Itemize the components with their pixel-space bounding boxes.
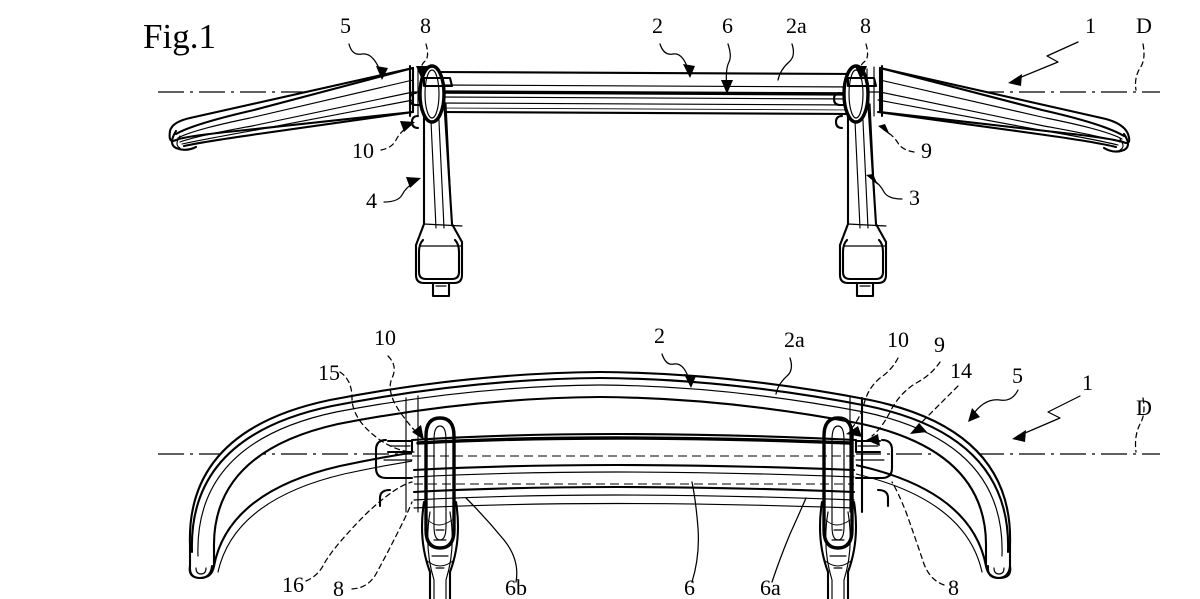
callout-fig2-9: 9 <box>934 332 945 357</box>
callout-fig1-9: 9 <box>921 138 932 163</box>
callout-fig2-5: 5 <box>1012 363 1023 388</box>
callout-fig2-8-right: 8 <box>948 575 959 599</box>
figure-2-leaders <box>305 353 1145 590</box>
figure-1-leaders <box>348 41 1145 203</box>
callout-fig1-1: 1 <box>1085 13 1096 38</box>
figure-2-group: 15 10 2 2a 10 9 14 5 1 D 16 8 6b 6 6a 8 <box>158 323 1160 599</box>
right-pylon <box>832 64 888 298</box>
callout-fig1-3: 3 <box>909 185 920 210</box>
callout-fig1-8-left: 8 <box>420 13 431 38</box>
left-hinge-post <box>374 416 460 599</box>
callout-fig2-2: 2 <box>654 323 665 348</box>
callout-fig2-1: 1 <box>1082 370 1093 395</box>
callout-fig2-15: 15 <box>318 360 340 385</box>
left-wing-panel <box>168 64 426 151</box>
callout-fig2-D: D <box>1136 395 1152 420</box>
callout-fig2-10-left: 10 <box>374 325 396 350</box>
callout-fig2-8-left: 8 <box>333 576 344 599</box>
right-wing-panel <box>866 64 1131 153</box>
figure-1-group: Fig.1 5 8 2 6 2a 8 1 D 10 4 9 3 <box>143 13 1160 298</box>
figure-1-caption: Fig.1 <box>143 17 216 56</box>
callout-fig1-4: 4 <box>366 188 377 213</box>
main-wing-element <box>430 70 864 116</box>
callout-fig2-16: 16 <box>282 572 304 597</box>
callout-fig2-10-right: 10 <box>887 327 909 352</box>
callout-fig2-6: 6 <box>684 575 695 599</box>
callout-fig1-6: 6 <box>722 13 733 38</box>
callout-fig2-6b: 6b <box>505 575 527 599</box>
left-pylon <box>408 64 464 298</box>
callout-fig1-8-right: 8 <box>860 13 871 38</box>
callout-fig1-5-left: 5 <box>340 13 351 38</box>
centre-wing-box <box>405 395 864 514</box>
callout-fig2-14: 14 <box>950 358 972 383</box>
right-hinge-post <box>818 416 894 599</box>
callout-fig2-6a: 6a <box>760 575 781 599</box>
callout-fig1-2a: 2a <box>786 13 807 38</box>
callout-fig1-2: 2 <box>652 13 663 38</box>
callout-fig1-D: D <box>1136 13 1152 38</box>
callout-fig2-2a: 2a <box>784 327 805 352</box>
callout-fig1-10: 10 <box>352 138 374 163</box>
